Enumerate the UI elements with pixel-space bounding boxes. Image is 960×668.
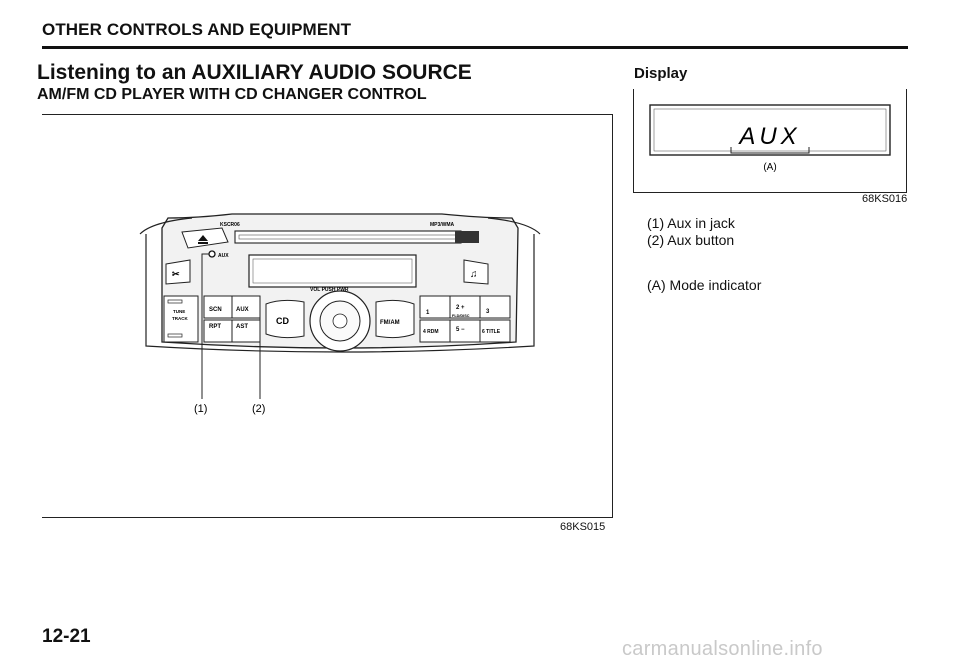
svg-text:TUNE: TUNE <box>173 309 185 314</box>
legend-item-2: (2) Aux button <box>647 232 735 248</box>
format-label: MP3/WMA <box>430 222 455 228</box>
svg-text:3: 3 <box>486 309 490 315</box>
svg-text:SCN: SCN <box>209 307 222 313</box>
svg-text:FLD/DISC: FLD/DISC <box>452 314 470 318</box>
svg-text:2 +: 2 + <box>456 305 465 311</box>
preset-3-button <box>479 295 511 319</box>
svg-text:5 −: 5 − <box>456 327 465 333</box>
section-header: OTHER CONTROLS AND EQUIPMENT <box>42 20 352 39</box>
legend-item-a: (A) Mode indicator <box>647 277 762 293</box>
display-figure-frame <box>633 89 907 193</box>
lcd-panel <box>649 104 891 156</box>
svg-text:FM/AM: FM/AM <box>380 320 400 326</box>
disc-logo-icon <box>455 231 479 243</box>
preset-5-button <box>449 319 481 343</box>
mute-icon: ✂ <box>172 269 180 279</box>
indicator-label: (A) <box>763 162 776 173</box>
music-note-icon: ♫ <box>470 269 478 280</box>
display-illustration: AUX (A) <box>649 104 891 173</box>
brand-label: KSCR06 <box>220 222 240 228</box>
callout-line-1 <box>201 253 209 399</box>
aux-input-label: AUX <box>218 253 229 259</box>
callout-1: (1) <box>194 403 207 415</box>
header-rule <box>42 46 908 49</box>
lcd-mode-text: AUX <box>737 123 800 150</box>
svg-text:6 TITLE: 6 TITLE <box>482 329 501 335</box>
watermark: carmanualsonline.info <box>622 638 823 660</box>
svg-text:1: 1 <box>426 310 430 316</box>
display-title: Display <box>634 65 688 82</box>
figure-code-display: 68KS016 <box>862 193 908 205</box>
svg-text:CD: CD <box>276 316 289 326</box>
display-window <box>248 254 417 288</box>
mute-button <box>165 259 191 285</box>
radio-illustration: KSCR06 MP3/WMA AUX ✂ ♫ VOL PUSH PWR TUNE… <box>139 213 541 415</box>
preset-6-button <box>479 319 511 343</box>
music-button <box>463 259 489 285</box>
page-subtitle: AM/FM CD PLAYER WITH CD CHANGER CONTROL <box>37 86 427 103</box>
preset-1-button <box>419 295 451 319</box>
legend-item-1: (1) Aux in jack <box>647 215 735 231</box>
svg-text:AUX: AUX <box>236 307 249 313</box>
svg-text:4 RDM: 4 RDM <box>423 329 439 335</box>
callout-2: (2) <box>252 403 265 415</box>
chassis-outline <box>145 234 535 353</box>
figure-code-main: 68KS015 <box>560 521 606 533</box>
page-title: Listening to an AUXILIARY AUDIO SOURCE <box>37 61 472 84</box>
svg-text:TRACK: TRACK <box>172 316 188 321</box>
aux-button <box>231 295 261 319</box>
eject-icon <box>198 235 208 241</box>
page-number: 12-21 <box>42 626 91 647</box>
cd-slot <box>234 230 462 244</box>
indicator-bracket <box>730 147 810 154</box>
radio-figure-frame <box>42 114 613 518</box>
vol-label: VOL PUSH PWR <box>310 287 349 293</box>
cd-button <box>265 299 305 339</box>
svg-text:AST: AST <box>236 324 248 330</box>
fm-am-button <box>375 299 415 339</box>
aux-jack <box>208 250 216 258</box>
svg-text:RPT: RPT <box>209 324 221 330</box>
